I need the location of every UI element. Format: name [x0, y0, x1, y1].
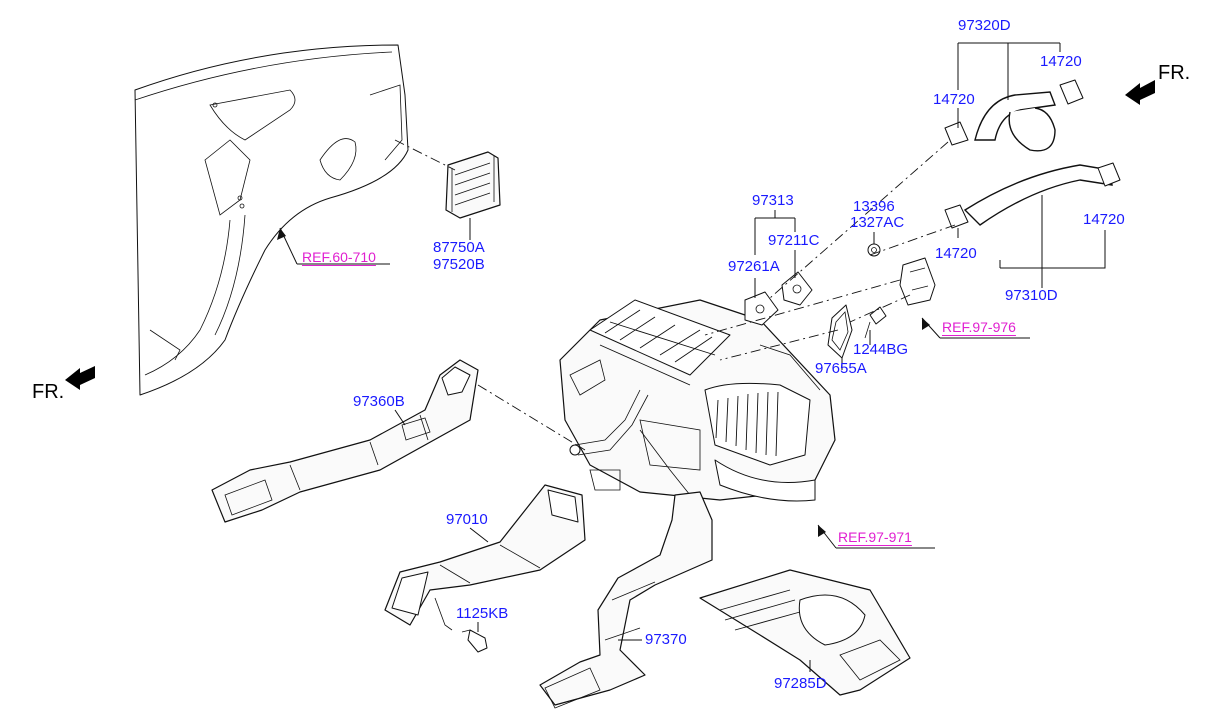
front-direction-label-top: FR.	[1158, 62, 1191, 84]
label-87750a[interactable]: 87750A	[433, 239, 485, 256]
label-1125kb[interactable]: 1125KB	[456, 605, 509, 622]
label-14720-top-right[interactable]: 14720	[1040, 53, 1082, 70]
label-97261a[interactable]: 97261A	[728, 258, 780, 275]
label-1244bg[interactable]: 1244BG	[853, 341, 909, 358]
valve-block	[899, 257, 936, 306]
duct-97370	[539, 491, 713, 709]
label-97285d[interactable]: 97285D	[774, 675, 827, 692]
gasket-97261a	[744, 291, 779, 326]
label-97520b[interactable]: 97520B	[433, 256, 485, 273]
ref-60-710-link[interactable]: REF.60-710	[302, 249, 376, 265]
label-97211c[interactable]: 97211C	[768, 232, 820, 249]
label-1327ac[interactable]: 1327AC	[850, 214, 905, 231]
label-97360b[interactable]: 97360B	[353, 393, 405, 410]
bolt-1125kb	[461, 629, 488, 653]
label-13396[interactable]: 13396	[853, 198, 895, 215]
rear-quarter-panel	[134, 44, 409, 396]
cover-97285d	[699, 569, 911, 696]
fr-arrow-top-icon	[1125, 80, 1155, 105]
label-97370[interactable]: 97370	[645, 631, 687, 648]
hose-97320d	[974, 91, 1056, 152]
label-97313[interactable]: 97313	[752, 192, 794, 209]
gasket-97211c	[781, 271, 813, 306]
label-14720-mid-right[interactable]: 14720	[1083, 211, 1125, 228]
vent-grille-87750a	[445, 151, 501, 219]
nut-13396	[867, 243, 881, 257]
ref-97-976-link[interactable]: REF.97-976	[942, 319, 1016, 335]
heater-unit-assembly	[559, 299, 836, 502]
label-97655a[interactable]: 97655A	[815, 360, 867, 377]
fr-arrow-left-icon	[65, 366, 95, 390]
grommet-97655a	[827, 304, 853, 359]
leader-lines	[277, 42, 1106, 672]
duct-97360b	[211, 359, 479, 523]
alignment-lines	[394, 139, 956, 451]
label-97320d[interactable]: 97320D	[958, 17, 1011, 34]
duct-97010	[384, 484, 586, 631]
hose-clamps-14720	[944, 79, 1121, 229]
bolt-1244bg	[864, 306, 887, 339]
ref-97-971-link[interactable]: REF.97-971	[838, 529, 912, 545]
label-97310d[interactable]: 97310D	[1005, 287, 1058, 304]
label-14720-top-left[interactable]: 14720	[933, 91, 975, 108]
label-14720-mid-left[interactable]: 14720	[935, 245, 977, 262]
label-97010[interactable]: 97010	[446, 511, 488, 528]
front-direction-label-left: FR.	[32, 381, 65, 403]
